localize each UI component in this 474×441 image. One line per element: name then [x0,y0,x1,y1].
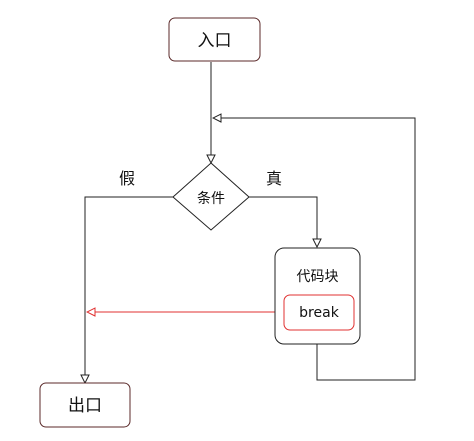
exit-label: 出口 [68,396,102,416]
edge-condition-false-to-exit [85,196,173,383]
code-block-label: 代码块 [297,269,339,285]
break-label: break [299,305,340,321]
exit-node: 出口 [39,382,131,428]
entry-node: 入口 [168,17,261,62]
condition-node: 条件 [172,162,250,231]
true-branch-label: 真 [266,169,282,188]
break-node: break [283,294,355,331]
connectors [85,62,416,383]
entry-label: 入口 [198,31,232,51]
condition-label: 条件 [197,190,225,207]
false-branch-label: 假 [119,169,135,188]
edge-loop-back [213,118,416,381]
edge-condition-true-to-code-block [249,196,317,247]
